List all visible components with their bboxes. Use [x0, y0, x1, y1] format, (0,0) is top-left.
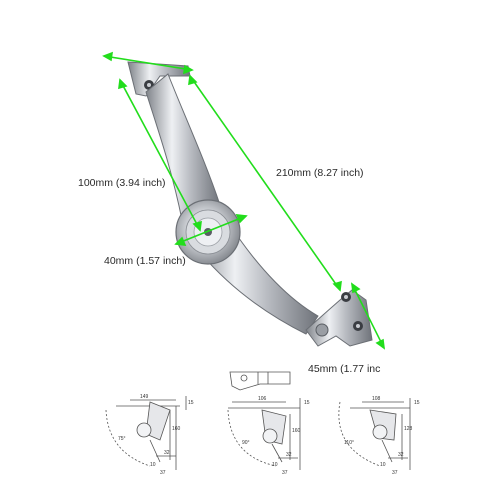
d2-label-a: 106	[258, 396, 267, 402]
d2-label-f: 37	[282, 470, 288, 476]
d2-label-e: 10	[272, 462, 278, 468]
d1-label-b: 15	[188, 400, 194, 406]
d1-label-e: 10	[150, 462, 156, 468]
tech-drawing-1	[105, 396, 187, 470]
d1-label-f: 37	[160, 470, 166, 476]
d1-label-d: 32	[164, 450, 170, 456]
d2-label-b: 15	[304, 400, 310, 406]
d3-label-a: 108	[372, 396, 381, 402]
small-top-sketch	[229, 371, 291, 391]
d2-label-d: 32	[286, 452, 292, 458]
tech-drawing-2	[227, 398, 301, 470]
d3-label-b: 15	[414, 400, 420, 406]
d3-label-d: 32	[398, 452, 404, 458]
d3-label-c: 128	[404, 426, 413, 432]
tech-drawing-3	[338, 398, 411, 470]
top-mount-plate	[127, 61, 191, 97]
label-length-total: 210mm (8.27 inch)	[276, 167, 364, 179]
d1-label-a: 149	[140, 394, 149, 400]
d2-angle: 90°	[242, 440, 250, 446]
label-bracket-width: 45mm (1.77 inc	[308, 363, 380, 375]
d3-label-e: 10	[380, 462, 386, 468]
label-hub-diameter: 40mm (1.57 inch)	[104, 255, 186, 267]
d3-angle: 110°	[344, 440, 354, 446]
d2-label-c: 160	[292, 428, 301, 434]
d1-label-c: 160	[172, 426, 181, 432]
label-length-arm: 100mm (3.94 inch)	[78, 177, 166, 189]
measurement-lines	[102, 51, 386, 350]
hinge-stay	[127, 61, 373, 347]
d1-angle: 75°	[118, 436, 126, 442]
d3-label-f: 37	[392, 470, 398, 476]
